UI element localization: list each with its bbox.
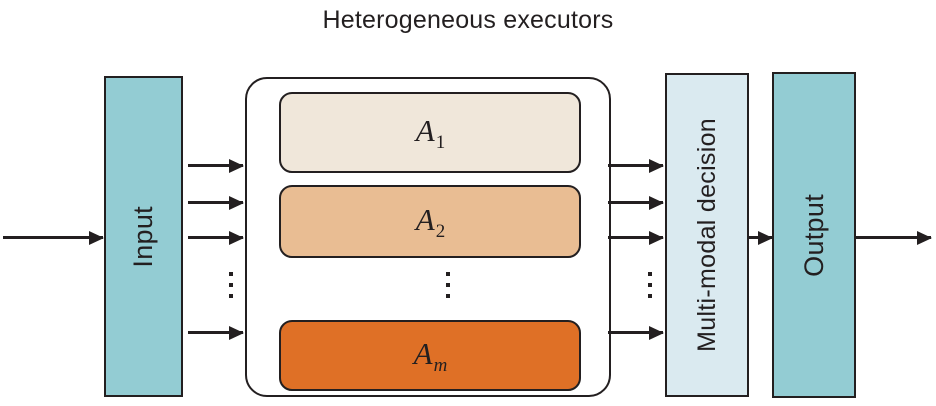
- arrow-executor-3-to-decision: [608, 236, 663, 239]
- input-block-label: Input: [128, 205, 158, 268]
- ellipsis-center-icon: [445, 272, 451, 298]
- arrow-into-input: [3, 236, 103, 239]
- executor-a2-label: A2: [415, 202, 446, 242]
- arrow-input-to-executor-1: [188, 164, 243, 167]
- multi-modal-decision-label: Multi-modal decision: [692, 118, 721, 352]
- arrow-out-of-output: [856, 236, 931, 239]
- executor-am[interactable]: Am: [279, 320, 581, 391]
- executor-a1[interactable]: A1: [279, 92, 581, 173]
- arrow-input-to-executor-2: [188, 201, 243, 204]
- multi-modal-decision-block[interactable]: Multi-modal decision: [665, 73, 749, 397]
- executor-a2[interactable]: A2: [279, 185, 581, 258]
- output-block-label: Output: [798, 193, 829, 277]
- input-block[interactable]: Input: [104, 76, 183, 397]
- arrow-input-to-executor-3: [188, 236, 243, 239]
- arrow-input-to-executor-m: [188, 331, 243, 334]
- ellipsis-left-icon: [228, 272, 234, 298]
- output-block[interactable]: Output: [772, 72, 856, 398]
- arrow-executor-2-to-decision: [608, 201, 663, 204]
- arrow-decision-to-output: [749, 236, 772, 239]
- page-title: Heterogeneous executors: [322, 6, 614, 34]
- heterogeneous-executors-group: A1 A2 Am: [245, 77, 611, 397]
- arrow-executor-m-to-decision: [608, 331, 663, 334]
- executor-am-label: Am: [413, 336, 448, 376]
- arrow-executor-1-to-decision: [608, 164, 663, 167]
- executor-a1-label: A1: [415, 113, 446, 153]
- ellipsis-right-icon: [647, 272, 653, 298]
